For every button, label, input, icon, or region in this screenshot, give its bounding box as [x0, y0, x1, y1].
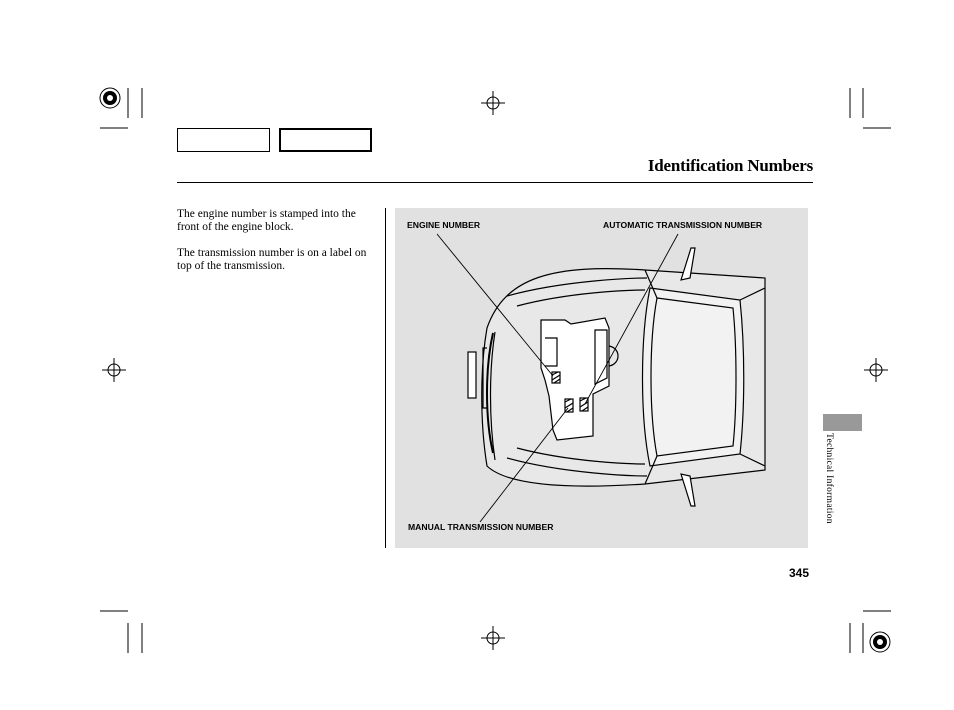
title-divider — [177, 182, 813, 183]
nav-button-table-of-contents[interactable] — [279, 128, 372, 152]
engine-number-paragraph: The engine number is stamped into the fr… — [177, 208, 356, 233]
manual-transmission-number-label: MANUAL TRANSMISSION NUMBER — [408, 522, 554, 532]
column-divider — [385, 208, 386, 548]
nav-button-main-menu[interactable] — [177, 128, 270, 152]
page-title: Identification Numbers — [647, 156, 813, 175]
section-label: Technical Information — [824, 433, 834, 524]
section-tab[interactable] — [823, 414, 862, 431]
transmission-number-paragraph: The transmission number is on a label on… — [177, 247, 367, 272]
page-number: 345 — [789, 566, 810, 580]
car-top-view-illustration — [436, 233, 766, 523]
engine-number-label: ENGINE NUMBER — [407, 220, 481, 230]
figure-panel: ENGINE NUMBER AUTOMATIC TRANSMISSION NUM… — [395, 208, 808, 548]
automatic-transmission-number-label: AUTOMATIC TRANSMISSION NUMBER — [603, 220, 763, 230]
